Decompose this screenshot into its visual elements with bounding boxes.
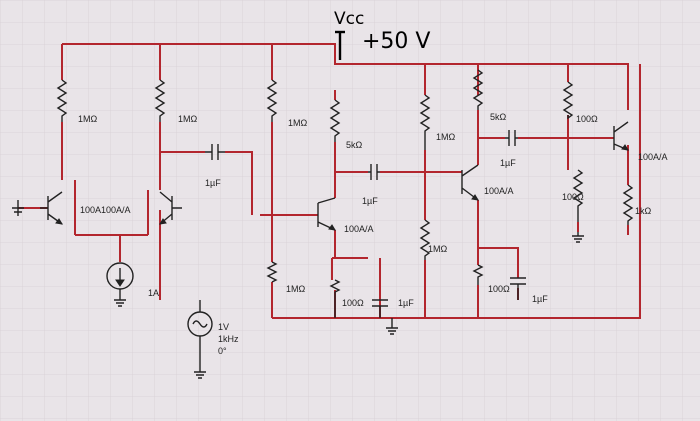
label-current-source: 1A (148, 288, 159, 298)
resistor-1M-second (154, 79, 166, 122)
label-r-1k-load: 1kΩ (635, 206, 652, 216)
current-source (106, 262, 134, 307)
label-q4-beta: 100A/A (484, 186, 514, 196)
label-q5-beta: 100A/A (638, 152, 668, 162)
label-cap-right: 1µF (500, 158, 516, 168)
label-r-100-bottom-mid: 100Ω (342, 298, 364, 308)
grounds (12, 200, 584, 335)
label-r-1M-second: 1MΩ (178, 114, 198, 124)
resistor-1M-third (266, 79, 278, 122)
wire-vcc-rail (62, 43, 629, 110)
wire-output (272, 64, 641, 319)
capacitor-1u-mid (368, 164, 380, 180)
supply-voltage-label: +50 V (362, 29, 430, 54)
label-cap-left: 1µF (205, 178, 221, 188)
label-cap-bottom-mid: 1µF (398, 298, 414, 308)
label-r-100-right: 100Ω (562, 192, 584, 202)
label-r-100-bottom-right: 100Ω (488, 284, 510, 294)
ground-right (572, 232, 584, 243)
resistor-100-top (562, 81, 574, 120)
label-src-phase: 0° (218, 346, 227, 356)
wire-stage1 (18, 122, 273, 318)
capacitor-1u-bottom-mid (372, 299, 388, 318)
label-r-5k-tr2: 5kΩ (346, 140, 363, 150)
label-r-1M-third: 1MΩ (288, 118, 308, 128)
label-r-1M-left: 1MΩ (78, 114, 98, 124)
resistor-1M-left (56, 79, 68, 122)
capacitor-1u-right (505, 130, 518, 146)
transistor-q2 (159, 191, 182, 225)
label-q3-beta: 100A/A (344, 224, 374, 234)
capacitors (205, 130, 526, 318)
label-r-1M-lower-mid: 1MΩ (428, 244, 448, 254)
label-r-100-top: 100Ω (576, 114, 598, 124)
capacitor-1u-bottom-right (510, 277, 526, 300)
label-cap-bottom-right: 1µF (532, 294, 548, 304)
label-src-frequency: 1kHz (218, 334, 239, 344)
transistor-q3 (317, 197, 336, 231)
transistor-q5 (613, 121, 629, 151)
resistor-1M-lower-mid (419, 219, 431, 260)
label-src-amplitude: 1V (218, 322, 229, 332)
resistor-100-bottom-right (472, 264, 484, 285)
transistors (40, 121, 629, 231)
label-r-1M-bottom: 1MΩ (286, 284, 306, 294)
component-labels: 1MΩ 1MΩ 1MΩ 5kΩ 1MΩ 5kΩ 100Ω 1µF 1µF 1µF… (78, 112, 668, 356)
supply-annotation: Vcc +50 V (334, 9, 430, 60)
label-r-1M-stage3: 1MΩ (436, 132, 456, 142)
ground-mid (386, 318, 398, 335)
ground-input (12, 200, 24, 216)
capacitor-1u-left (205, 144, 225, 160)
resistor-5k-top (472, 69, 484, 110)
resistor-100-bottom-mid (329, 279, 341, 318)
resistor-1k-load (622, 184, 634, 225)
transistor-q4 (461, 164, 479, 201)
transistor-q1 (40, 191, 63, 225)
resistor-5k-tr2 (329, 99, 341, 142)
resistor-1M-stage3 (419, 94, 431, 150)
wire-rail-drops (61, 44, 569, 95)
ac-voltage-source (187, 300, 213, 379)
label-cap-mid: 1µF (362, 196, 378, 206)
resistor-1M-bottom (266, 261, 278, 283)
vcc-label: Vcc (334, 9, 364, 29)
label-diff-pair-beta: 100A100A/A (80, 205, 131, 215)
label-r-5k-top: 5kΩ (490, 112, 507, 122)
resistor-100-right (572, 169, 584, 222)
resistors (56, 69, 634, 318)
